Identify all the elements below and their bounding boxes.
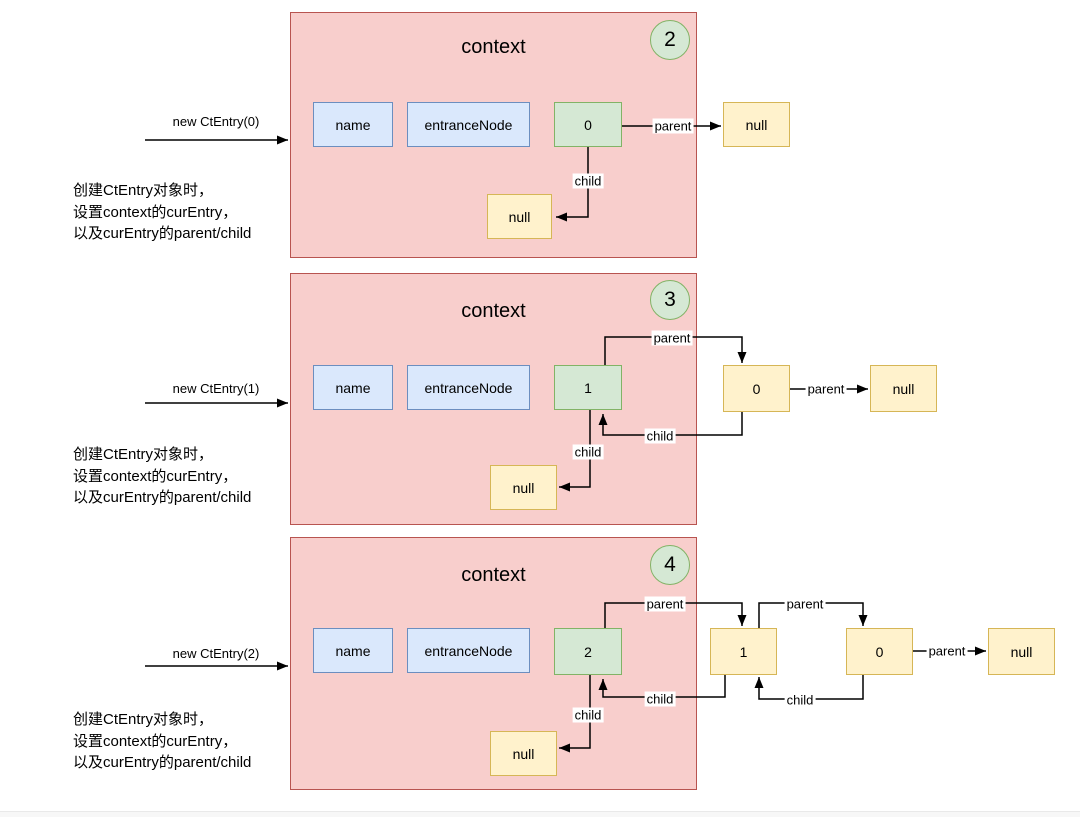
panel1-parent-null-box: null — [723, 102, 790, 147]
panel1-call-label: new CtEntry(0) — [172, 114, 260, 129]
panel2-child-null-label: child — [572, 444, 604, 460]
panel2-cur-entry-box: 1 — [554, 365, 622, 410]
panel2-child-null-arrow — [559, 410, 591, 492]
panel2-parent-null-label: parent — [805, 381, 847, 397]
panel1-context-title: context — [461, 36, 526, 58]
panel3-child-return-label-a: child — [644, 691, 676, 707]
panel1-note-line2: 设置context的curEntry， — [73, 203, 238, 221]
panel1-note-line1: 创建CtEntry对象时， — [73, 182, 214, 199]
panel2-step-badge: 3 — [650, 280, 690, 320]
panel3-chain-entry-1-box: 1 — [710, 628, 777, 675]
panel3-child-null-arrow — [559, 675, 591, 753]
panel3-child-null-label: child — [572, 707, 604, 723]
panel2-parent-null-box: null — [870, 365, 937, 412]
panel3-note: 创建CtEntry对象时， 设置context的curEntry， 以及curE… — [73, 709, 251, 774]
panel1-note-line3: 以及curEntry的parent/child — [73, 225, 252, 242]
panel3-note-line2: 设置context的curEntry， — [73, 732, 238, 750]
panel2-note: 创建CtEntry对象时， 设置context的curEntry， 以及curE… — [73, 444, 251, 509]
panel3-child-return-label-b: child — [784, 692, 816, 708]
panel3-parent-arrow-label-b: parent — [784, 596, 826, 612]
panel2-context-title: context — [461, 300, 526, 322]
panel1-parent-arrow-label: parent — [652, 118, 694, 134]
panel3-parent-null-box: null — [988, 628, 1055, 675]
panel2-name-box: name — [313, 365, 393, 410]
panel3-cur-entry-box: 2 — [554, 628, 622, 675]
page-bottom-divider — [0, 811, 1080, 817]
panel1-cur-entry-box: 0 — [554, 102, 622, 147]
panel1-child-null-box: null — [487, 194, 552, 239]
panel2-chain-entry-0-box: 0 — [723, 365, 790, 412]
panel3-note-line1: 创建CtEntry对象时， — [73, 711, 214, 728]
panel2-note-line1: 创建CtEntry对象时， — [73, 446, 214, 463]
panel2-parent-arrow-label: parent — [651, 330, 693, 346]
panel3-chain-entry-0-box: 0 — [846, 628, 913, 675]
panel2-entrance-node-box: entranceNode — [407, 365, 530, 410]
panel1-name-box: name — [313, 102, 393, 147]
panel3-parent-arrow-label-a: parent — [644, 596, 686, 612]
panel3-step-badge: 4 — [650, 545, 690, 585]
panel1-entrance-node-box: entranceNode — [407, 102, 530, 147]
panel1-child-arrow — [556, 147, 589, 222]
panel2-call-label: new CtEntry(1) — [172, 381, 260, 396]
panel3-context-title: context — [461, 564, 526, 586]
panel1-child-arrow-label: child — [572, 173, 604, 189]
panel2-note-line3: 以及curEntry的parent/child — [73, 489, 252, 506]
panel2-child-null-box: null — [490, 465, 557, 510]
panel1-note: 创建CtEntry对象时， 设置context的curEntry， 以及curE… — [73, 180, 251, 245]
panel3-name-box: name — [313, 628, 393, 673]
panel3-call-label: new CtEntry(2) — [172, 646, 260, 661]
panel3-entrance-node-box: entranceNode — [407, 628, 530, 673]
panel1-step-badge: 2 — [650, 20, 690, 60]
panel3-child-null-box: null — [490, 731, 557, 776]
panel3-note-line3: 以及curEntry的parent/child — [73, 754, 252, 771]
panel2-note-line2: 设置context的curEntry， — [73, 467, 238, 485]
panel3-parent-null-label: parent — [926, 643, 968, 659]
panel2-child-return-label: child — [644, 428, 676, 444]
